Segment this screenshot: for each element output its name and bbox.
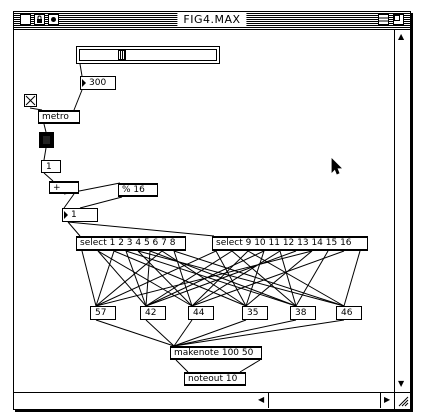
- rate-number-box[interactable]: 300: [80, 76, 116, 90]
- patch-canvas[interactable]: 300 metro 1 + % 16 1 select 1 2 3 4 5 6 …: [14, 30, 394, 392]
- note-number-box-1[interactable]: 57: [90, 306, 116, 320]
- patch-cords: [29, 63, 361, 373]
- patcher-icon[interactable]: [48, 14, 59, 25]
- note-number-box-6[interactable]: 46: [336, 306, 362, 320]
- title-bar[interactable]: FIG4.MAX: [14, 12, 410, 30]
- scroll-up-arrow-icon[interactable]: ▲: [398, 32, 405, 41]
- mouse-pointer-icon: [331, 158, 342, 175]
- slider-knob[interactable]: [118, 50, 126, 60]
- scroll-down-arrow-icon[interactable]: ▼: [398, 379, 405, 388]
- bang-button[interactable]: [39, 132, 54, 148]
- scroll-right-arrow-icon[interactable]: ▶: [384, 395, 391, 404]
- step-number-box[interactable]: 1: [62, 208, 98, 222]
- zoom-box-icon[interactable]: [393, 14, 404, 25]
- note-number-box-3[interactable]: 44: [188, 306, 214, 320]
- select-high-object[interactable]: select 9 10 11 12 13 14 15 16: [212, 236, 368, 251]
- note-number-box-4[interactable]: 35: [242, 306, 268, 320]
- vertical-scrollbar[interactable]: ▲ ▼: [394, 30, 410, 392]
- modulo-object[interactable]: % 16: [118, 183, 158, 197]
- scroll-divider: [268, 393, 269, 408]
- select-low-object[interactable]: select 1 2 3 4 5 6 7 8: [76, 236, 186, 251]
- slider-track: [79, 49, 217, 61]
- close-box-icon[interactable]: [20, 14, 31, 25]
- horizontal-slider[interactable]: [76, 46, 220, 64]
- scroll-left-arrow-icon[interactable]: ◀: [258, 395, 265, 404]
- note-number-box-5[interactable]: 38: [290, 306, 316, 320]
- metro-object[interactable]: metro: [38, 110, 80, 124]
- lock-icon[interactable]: [34, 14, 45, 25]
- window-title: FIG4.MAX: [177, 13, 247, 27]
- resize-grip-icon[interactable]: [394, 392, 410, 409]
- makenote-object[interactable]: makenote 100 50: [170, 346, 262, 360]
- scroll-divider-right: [380, 393, 381, 408]
- note-number-box-2[interactable]: 42: [140, 306, 166, 320]
- noteout-object[interactable]: noteout 10: [184, 372, 246, 386]
- add-object[interactable]: +: [49, 181, 79, 194]
- counter-number-box[interactable]: 1: [41, 160, 61, 173]
- collapse-box-icon[interactable]: [378, 14, 389, 25]
- patcher-window: FIG4.MAX: [13, 11, 411, 410]
- toggle-x-icon: [25, 95, 36, 106]
- horizontal-scrollbar[interactable]: ◀ ▶: [14, 392, 394, 408]
- bang-indicator-icon: [43, 136, 50, 144]
- toggle-box[interactable]: [24, 94, 37, 107]
